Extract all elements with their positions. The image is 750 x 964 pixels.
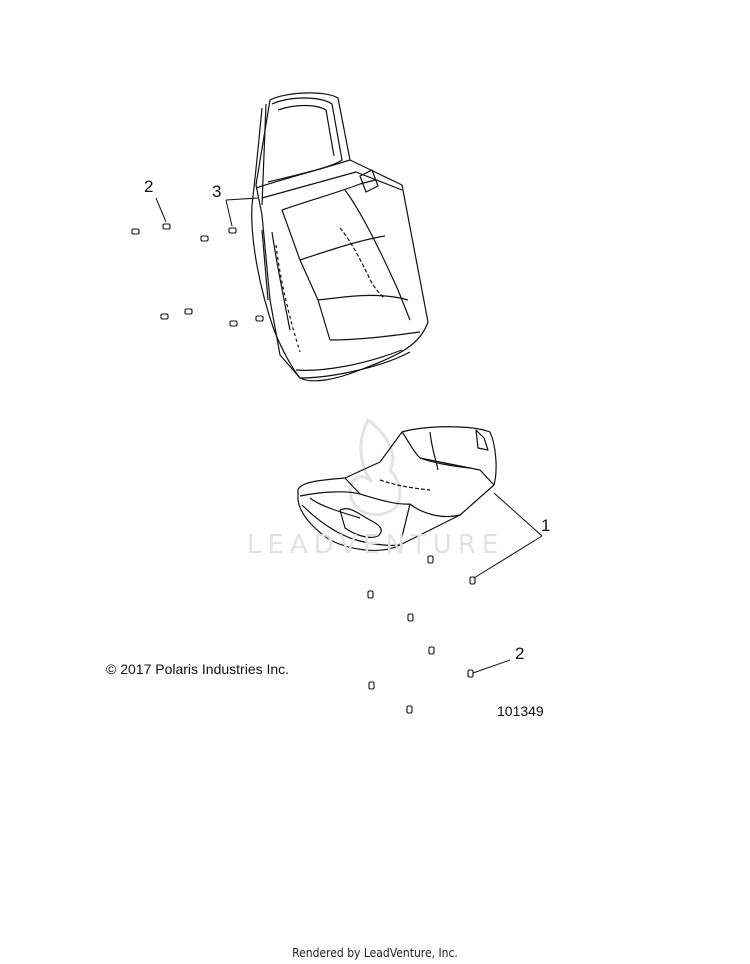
fastener-icon: [162, 223, 171, 230]
callout-part-1: 1: [541, 516, 551, 535]
diagram-number: 101349: [497, 703, 544, 719]
fastener-icon: [160, 313, 169, 320]
fastener-icon: [406, 705, 413, 714]
fastener-icon: [255, 315, 264, 322]
callout-part-2-top: 2: [144, 177, 154, 196]
callout-part-3: 3: [212, 182, 222, 201]
fastener-icon: [407, 613, 414, 622]
fastener-icon: [427, 555, 434, 564]
fasteners: [131, 223, 476, 714]
fastener-icon: [229, 320, 238, 327]
fastener-icon: [467, 669, 474, 678]
fastener-icon: [368, 681, 375, 690]
fastener-icon: [428, 646, 435, 655]
fastener-icon: [367, 590, 374, 599]
seat-base: [297, 426, 497, 551]
watermark-flame-icon: [348, 417, 402, 517]
fastener-icon: [184, 308, 193, 315]
fastener-icon: [228, 227, 237, 234]
copyright-text: © 2017 Polaris Industries Inc.: [106, 661, 290, 677]
footer-credit: Rendered by LeadVenture, Inc.: [292, 946, 458, 960]
fastener-icon: [200, 235, 209, 242]
fastener-icon: [469, 576, 476, 585]
seat-back: [251, 92, 429, 382]
fastener-icon: [131, 228, 140, 235]
leader-lines: [155, 197, 543, 674]
callout-part-2-bottom: 2: [515, 644, 525, 663]
watermark-text: LEADVENTURE: [247, 530, 505, 560]
